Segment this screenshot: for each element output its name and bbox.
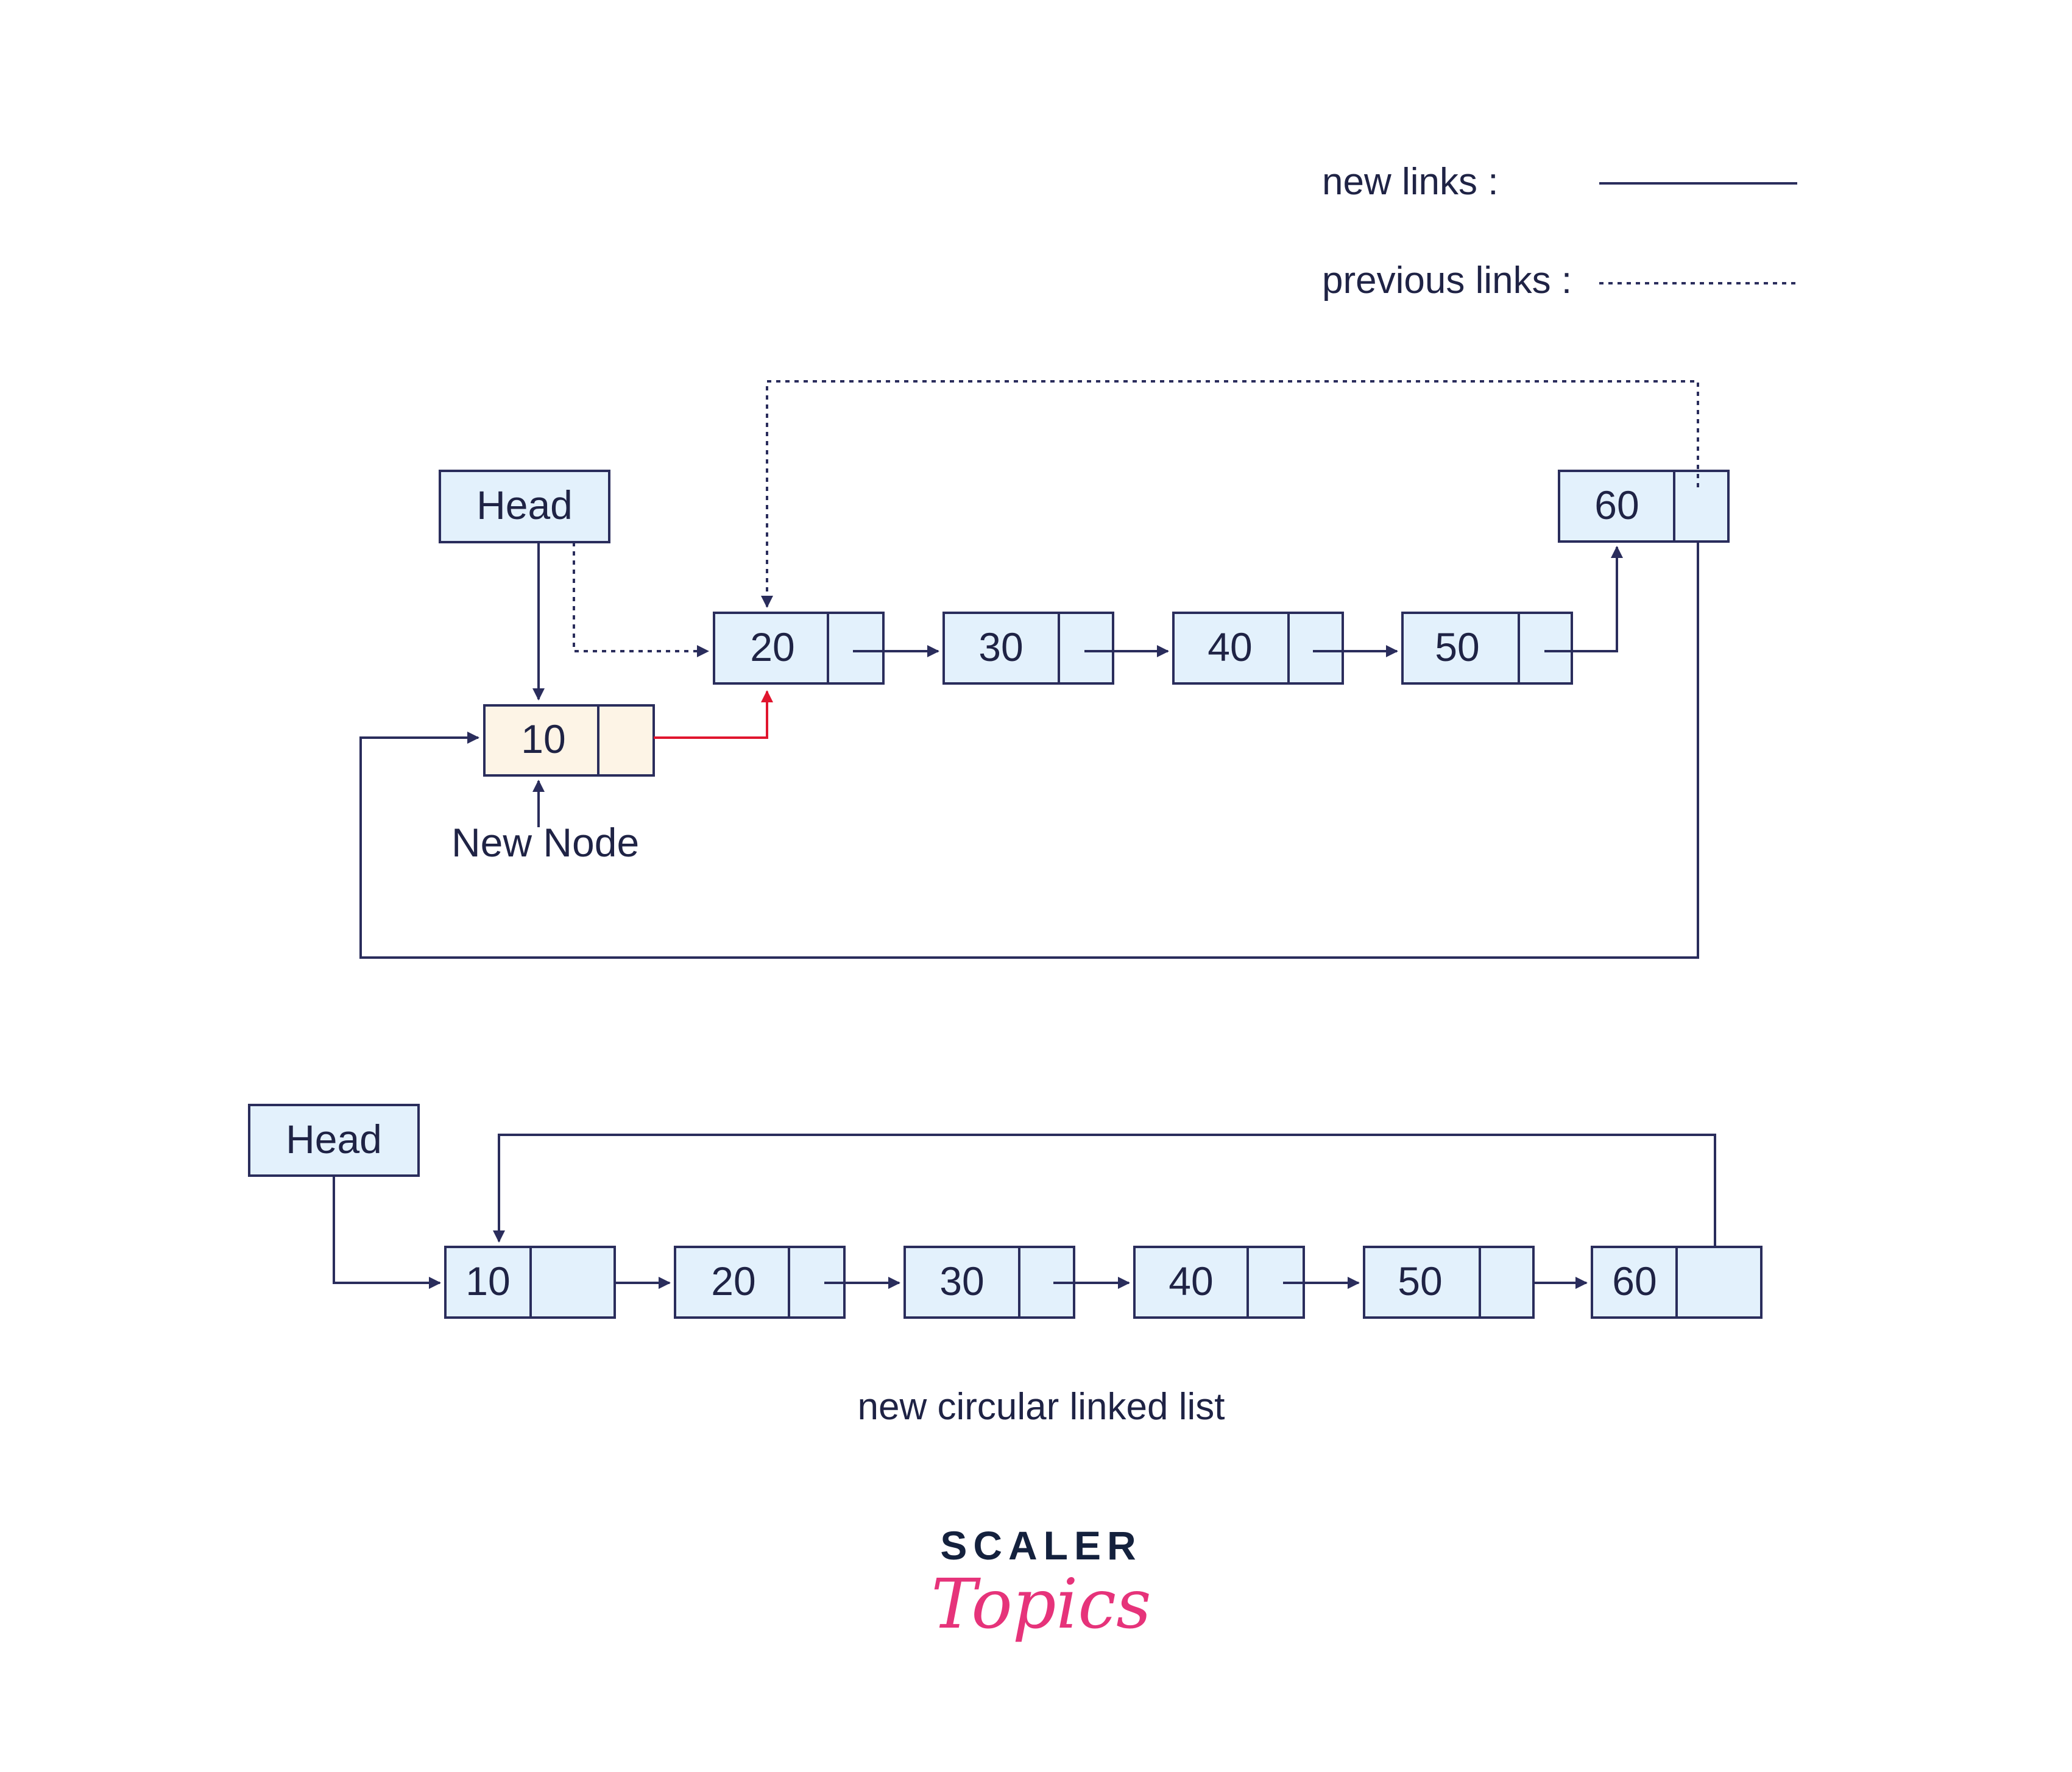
link-60-to-10-circular bbox=[493, 1134, 1716, 1247]
list-node-20: 20 bbox=[713, 612, 885, 685]
link-head-to-node-20-previous bbox=[573, 542, 709, 657]
new-node: 10 bbox=[483, 704, 655, 777]
new-node-value: 10 bbox=[521, 716, 565, 761]
new-node-label: New Node bbox=[451, 820, 639, 865]
legend: new links : previous links : bbox=[1322, 161, 1797, 302]
head-label: Head bbox=[476, 482, 573, 528]
head-pointer-box: Head bbox=[439, 470, 610, 543]
node-value: 30 bbox=[978, 624, 1023, 669]
node-value: 20 bbox=[711, 1258, 755, 1304]
legend-new-links-label: new links : bbox=[1322, 161, 1498, 203]
top-diagram: Head 10 New Node 20 30 40 50 bbox=[359, 380, 1730, 959]
list-node-40: 40 bbox=[1172, 612, 1344, 685]
logo-script: Topics bbox=[931, 1565, 1151, 1644]
list-node-60: 60 bbox=[1591, 1246, 1763, 1319]
node-value: 20 bbox=[750, 624, 794, 669]
node-value: 40 bbox=[1207, 624, 1252, 669]
list-node-50: 50 bbox=[1401, 612, 1573, 685]
list-node-10: 10 bbox=[444, 1246, 616, 1319]
legend-previous-links-label: previous links : bbox=[1322, 259, 1572, 302]
list-node-50: 50 bbox=[1363, 1246, 1535, 1319]
node-value: 60 bbox=[1612, 1258, 1657, 1304]
list-node-30: 30 bbox=[903, 1246, 1075, 1319]
link-new-node-to-node-20 bbox=[654, 690, 773, 739]
node-value: 10 bbox=[465, 1258, 510, 1304]
node-value: 30 bbox=[939, 1258, 984, 1304]
node-value: 60 bbox=[1594, 482, 1639, 528]
bottom-diagram: Head 10 20 30 40 50 bbox=[248, 1104, 1763, 1428]
list-node-20: 20 bbox=[674, 1246, 846, 1319]
link-head-to-node-10 bbox=[333, 1176, 441, 1289]
node-value: 40 bbox=[1169, 1258, 1213, 1304]
list-node-40: 40 bbox=[1133, 1246, 1305, 1319]
list-node-30: 30 bbox=[942, 612, 1114, 685]
link-50-to-60 bbox=[1544, 546, 1623, 652]
list-node-60: 60 bbox=[1558, 470, 1730, 543]
link-60-to-new-node bbox=[359, 542, 1699, 959]
head-label: Head bbox=[286, 1117, 382, 1162]
head-pointer-box: Head bbox=[248, 1104, 420, 1177]
node-value: 50 bbox=[1398, 1258, 1442, 1304]
bottom-caption: new circular linked list bbox=[858, 1386, 1225, 1428]
logo-wordmark: SCALER bbox=[940, 1523, 1142, 1568]
node-value: 50 bbox=[1435, 624, 1479, 669]
scaler-topics-logo: SCALER Topics bbox=[931, 1523, 1151, 1644]
